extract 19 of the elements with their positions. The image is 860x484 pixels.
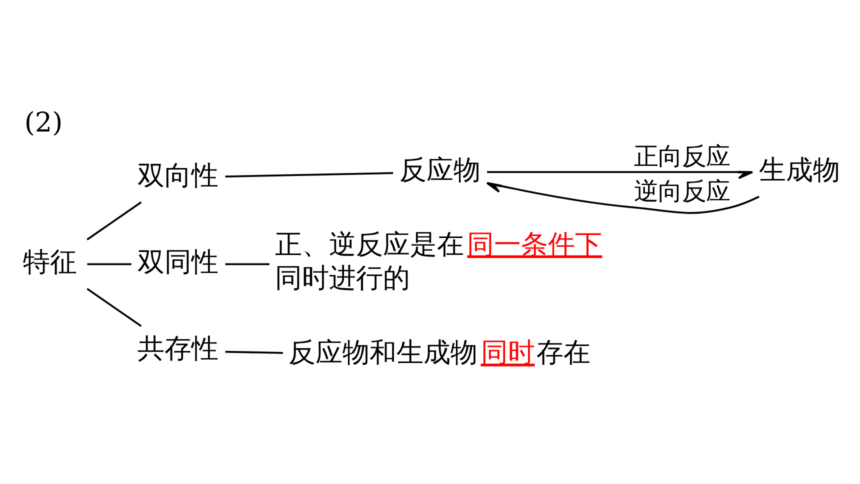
- node-text: 双同性: [138, 246, 219, 278]
- node-text: 特征: [23, 246, 78, 278]
- connector: [87, 262, 132, 265]
- node-text: 生成物: [758, 154, 840, 186]
- connector: [86, 200, 142, 240]
- node-text: 反应物: [400, 154, 481, 186]
- edge-label: 逆向反应: [634, 176, 730, 206]
- connector: [86, 287, 142, 326]
- connector: [225, 262, 270, 265]
- node-text: 反应物和生成物同时存在: [288, 337, 590, 368]
- arrow: [486, 181, 760, 214]
- connector: [225, 172, 394, 177]
- connector: [225, 350, 283, 354]
- edge-label: 正向反应: [634, 141, 730, 170]
- node-text: 正、逆反应是在同一条件下 同时进行的: [274, 228, 602, 294]
- arrow: [487, 170, 754, 179]
- node-text: 双向性: [138, 160, 219, 191]
- diagram-title: (2): [24, 106, 63, 138]
- node-text: 共存性: [138, 333, 219, 364]
